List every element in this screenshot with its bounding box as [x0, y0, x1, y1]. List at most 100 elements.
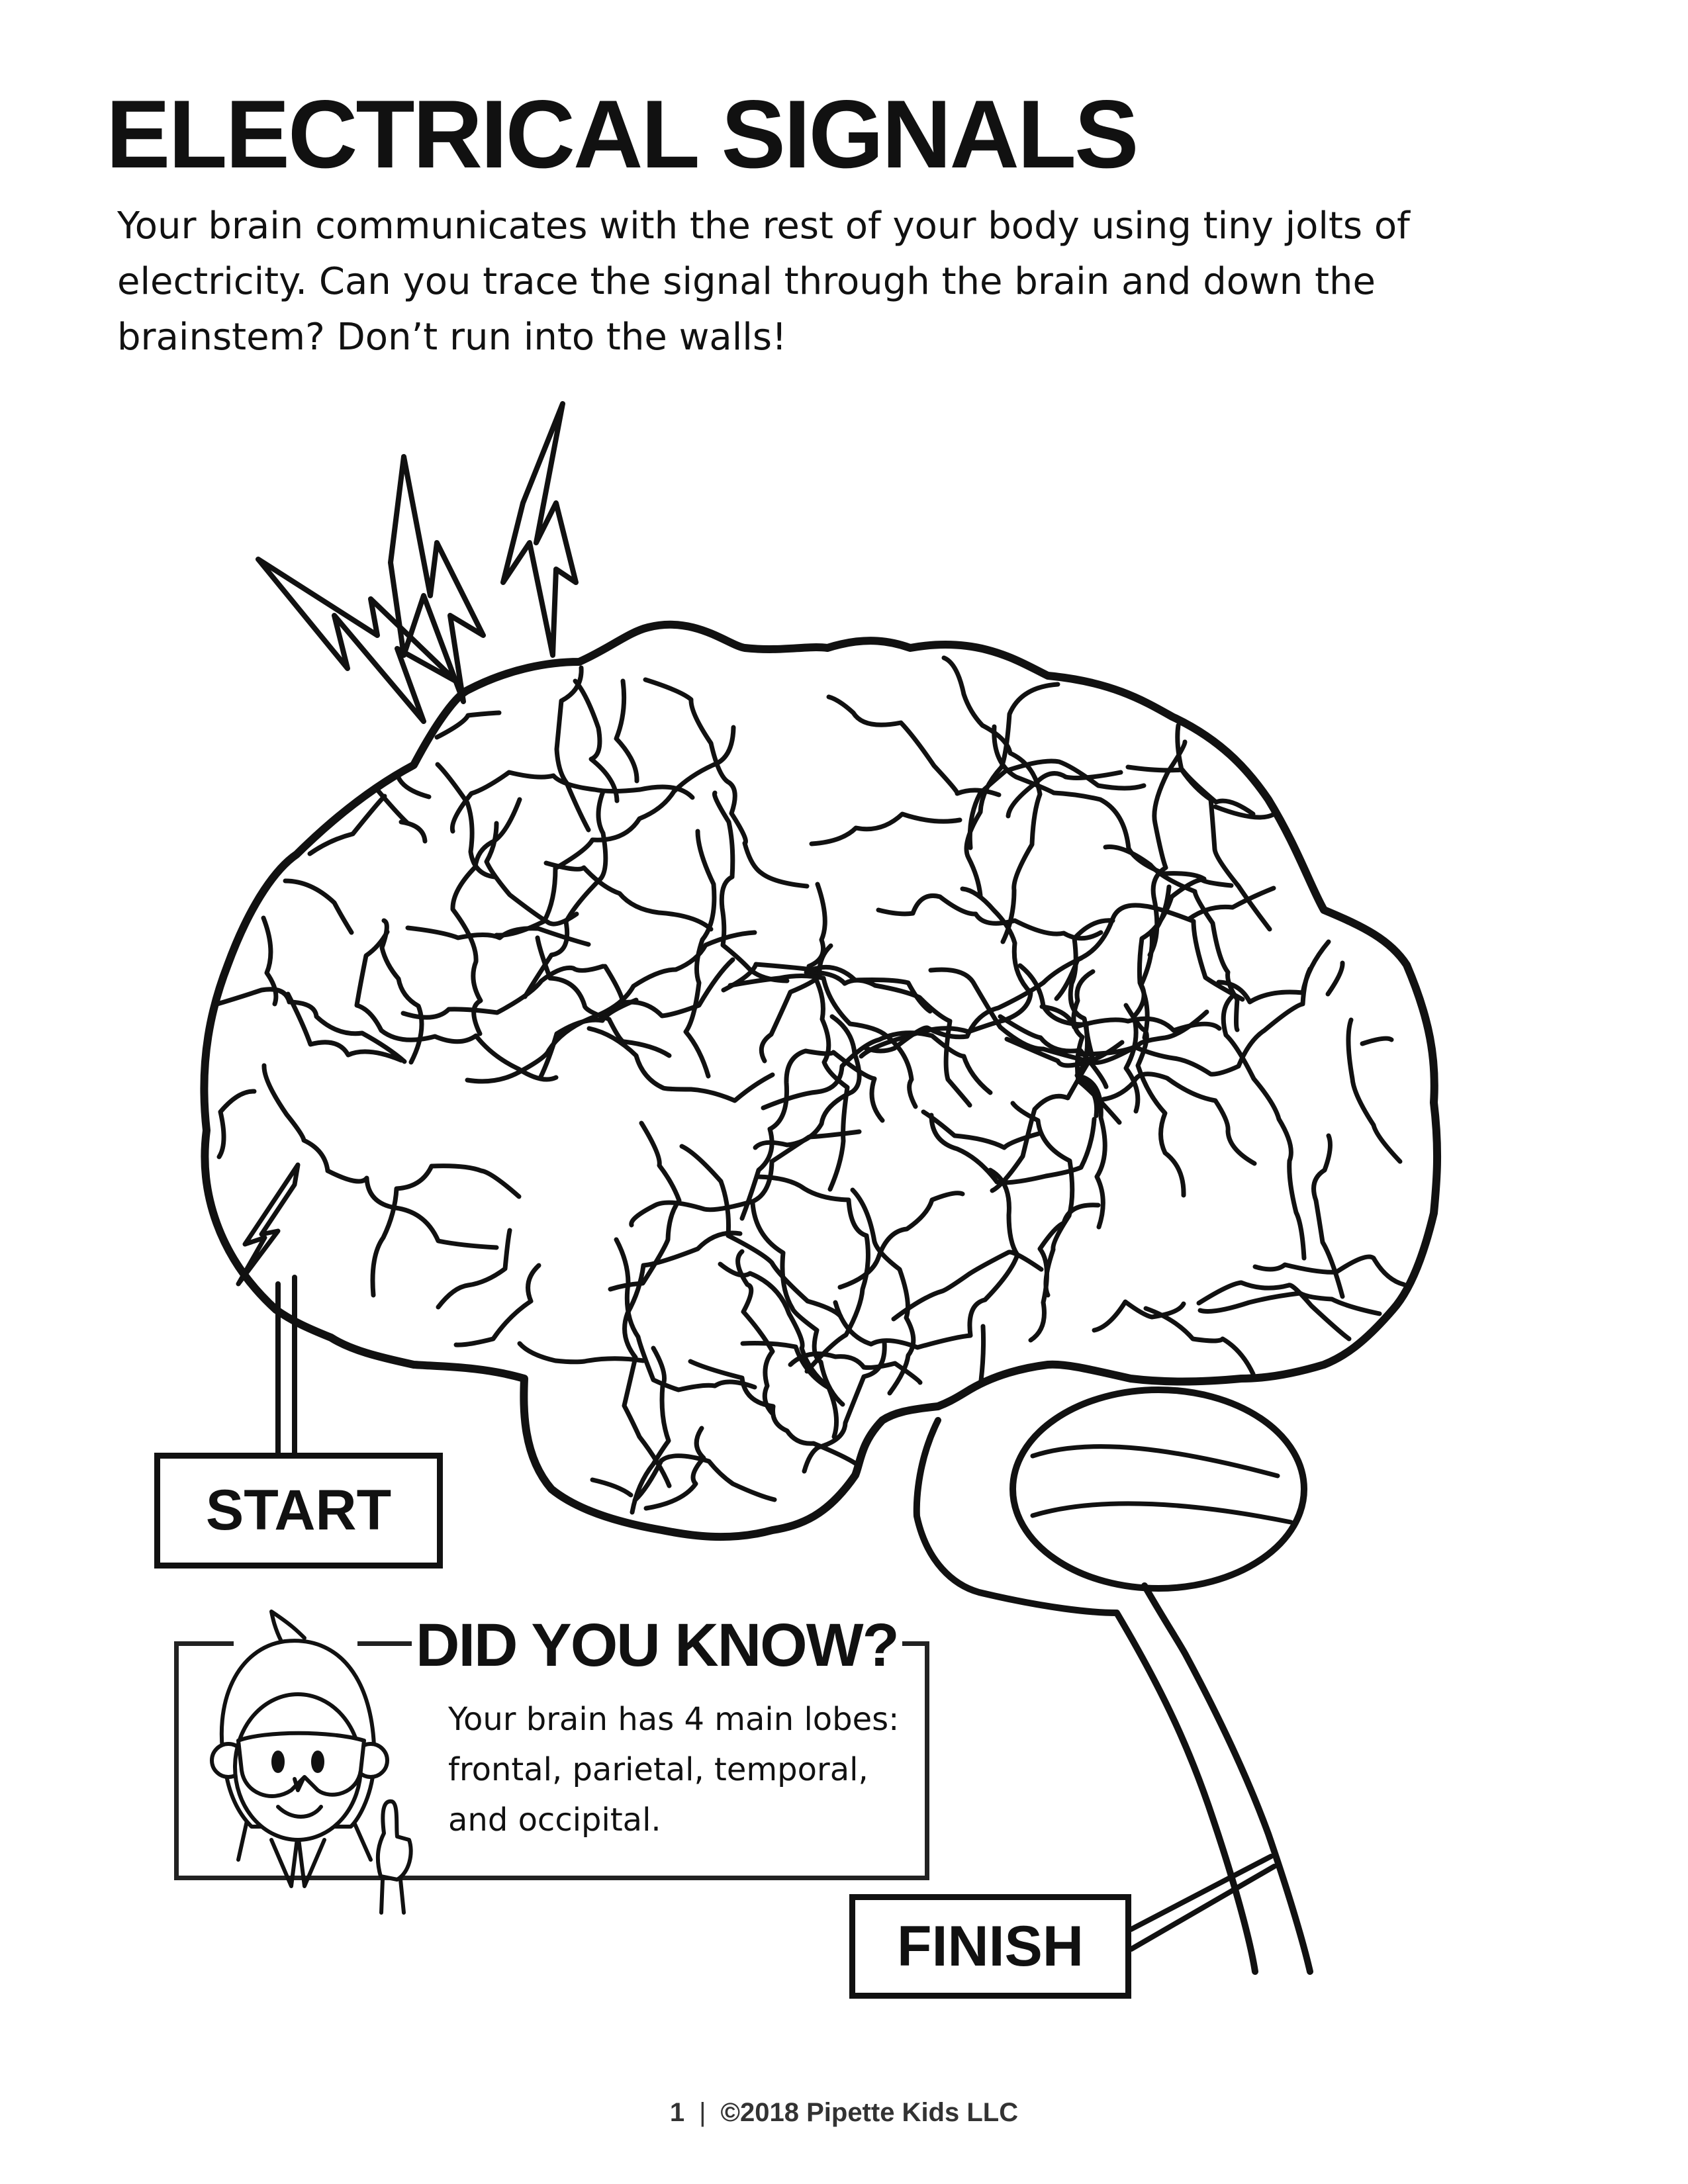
maze-wall [929, 1113, 1097, 1185]
maze-wall [1221, 993, 1307, 1261]
maze-wall [1123, 1003, 1186, 1198]
maze-wall [1216, 939, 1331, 1005]
maze-wall [453, 1263, 541, 1347]
maze-wall [683, 829, 717, 1079]
maze-wall [307, 794, 387, 856]
maze-wall [554, 665, 591, 833]
start-label: START [154, 1453, 443, 1569]
maze-wall [1143, 1306, 1256, 1377]
maze-wall [643, 677, 810, 889]
brain-gyri [212, 655, 1407, 1515]
maze-wall [632, 1453, 777, 1503]
finish-connector [1129, 1854, 1277, 1952]
intro-line: brainstem? Don’t run into the walls! [117, 316, 787, 359]
intro-paragraph: Your brain communicates with the rest of… [117, 199, 1441, 365]
intro-line: electricity. Can you trace the signal th… [117, 260, 1376, 303]
maze-wall [590, 1477, 633, 1498]
maze-wall [753, 1014, 862, 1150]
maze-wall [1252, 1254, 1407, 1287]
maze-wall [727, 974, 918, 1109]
maze-wall [1039, 1004, 1222, 1033]
maze-wall [876, 893, 1103, 941]
maze-wall [435, 762, 497, 880]
start-connector [275, 1275, 297, 1455]
maze-wall [1071, 969, 1122, 1125]
maze-wall [990, 963, 1095, 1193]
maze-wall [761, 1030, 993, 1111]
scientist-girl-icon [210, 1610, 413, 1915]
maze-wall [261, 915, 279, 1007]
maze-wall [941, 655, 1043, 944]
maze-wall [543, 860, 714, 932]
maze-wall [964, 682, 1060, 898]
maze-wall [998, 1014, 1109, 1089]
did-you-know-border [357, 1641, 417, 1646]
maze-wall [283, 878, 354, 935]
maze-wall [928, 967, 1209, 1066]
did-you-know-border [894, 1641, 929, 1646]
maze-wall [614, 678, 639, 784]
maze-wall [405, 925, 591, 947]
maze-wall [643, 1426, 706, 1511]
brainstem [913, 1417, 1313, 1975]
maze-wall [535, 935, 672, 1058]
finish-label: FINISH [849, 1894, 1131, 1999]
maze-wall [450, 797, 522, 1036]
maze-wall [517, 1341, 646, 1365]
did-you-know-text: Your brain has 4 main lobes: frontal, pa… [448, 1694, 899, 1845]
maze-wall [1010, 1101, 1075, 1298]
maze-wall [721, 962, 933, 1014]
maze-wall [1006, 770, 1123, 819]
maze-wall [806, 882, 850, 1192]
maze-wall [712, 790, 790, 983]
maze-wall [212, 987, 407, 1064]
maze-wall [826, 694, 1002, 797]
start-bolt-icon [236, 1162, 301, 1287]
maze-wall [354, 929, 559, 1082]
fact-line: frontal, parietal, temporal, [448, 1751, 868, 1788]
maze-wall [399, 819, 428, 844]
maze-wall [1101, 1071, 1257, 1166]
maze-wall [261, 1063, 499, 1250]
maze-wall [602, 957, 735, 1019]
footer-separator: | [699, 2098, 706, 2127]
maze-wall [718, 1261, 831, 1389]
maze-wall [1197, 1291, 1382, 1316]
maze-wall [759, 943, 833, 1064]
maze-wall [1175, 723, 1272, 932]
maze-wall [465, 930, 757, 1084]
maze-wall [1196, 1280, 1352, 1342]
maze-wall [622, 1230, 743, 1488]
maze-wall [837, 1191, 965, 1290]
maze-wall [1103, 844, 1240, 1032]
fact-line: Your brain has 4 main lobes: [448, 1701, 900, 1738]
maze-wall [978, 1324, 986, 1383]
maze-wall [1360, 1036, 1394, 1046]
maze-wall [967, 758, 1147, 850]
brain-outline [200, 620, 1442, 1541]
maze-wall [755, 1174, 870, 1374]
page-number: 1 [669, 2098, 685, 2127]
maze-wall [809, 811, 962, 846]
maze-wall [630, 1345, 671, 1515]
page-title: ELECTRICAL SIGNALS [106, 80, 1139, 188]
maze-wall [614, 1237, 757, 1392]
maze-wall [921, 1109, 1041, 1150]
maze-wall [484, 821, 579, 927]
copyright: ©2018 Pipette Kids LLC [720, 2098, 1019, 2127]
maze-wall [739, 1048, 885, 1221]
maze-wall [373, 786, 410, 825]
fact-line: and occipital. [448, 1801, 661, 1839]
maze-wall [538, 997, 639, 1081]
cerebellum-fold [1030, 1444, 1293, 1525]
maze-wall [586, 1026, 775, 1103]
page-footer: 1 | ©2018 Pipette Kids LLC [0, 2098, 1688, 2128]
maze-wall [688, 1359, 858, 1466]
maze-wall [850, 1187, 916, 1396]
cerebellum [1009, 1387, 1307, 1592]
maze-wall [434, 710, 502, 740]
maze-wall [735, 1249, 775, 1416]
maze-wall [802, 1340, 887, 1474]
maze-wall [833, 1167, 1020, 1350]
